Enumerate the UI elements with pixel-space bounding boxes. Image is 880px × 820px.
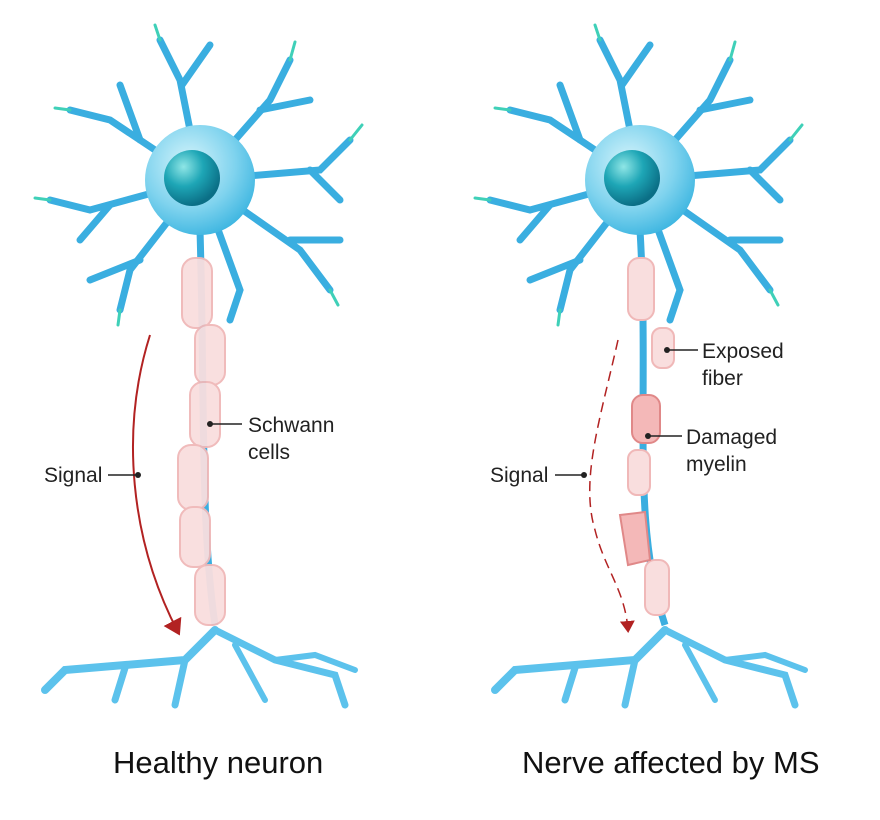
label-line: myelin [686,453,747,476]
title-ms-nerve: Nerve affected by MS [522,745,820,780]
label-line: Schwann [248,414,335,437]
signal-label-left: Signal [44,464,103,487]
weak-signal-arrow [589,339,635,633]
label-line: Exposed [702,340,784,363]
nucleus [604,150,660,206]
exposed-fiber-label: Exposed fiber [702,338,784,392]
nucleus [164,150,220,206]
myelin-sheath [177,257,226,626]
ms-neuron [475,25,805,705]
label-line: cells [248,441,291,464]
signal-arrow [132,334,182,636]
damaged-myelin [618,394,661,567]
healthy-neuron [35,25,362,705]
title-healthy-neuron: Healthy neuron [113,745,324,780]
damaged-myelin-label: Damaged myelin [686,424,777,478]
label-line: fiber [702,367,743,390]
axon-terminal [495,630,805,705]
myelin-sheath [627,257,675,616]
signal-label-right: Signal [490,464,549,487]
label-line: Damaged [686,426,778,449]
axon-terminal [45,630,355,705]
schwann-cells-label: Schwann cells [248,412,334,466]
